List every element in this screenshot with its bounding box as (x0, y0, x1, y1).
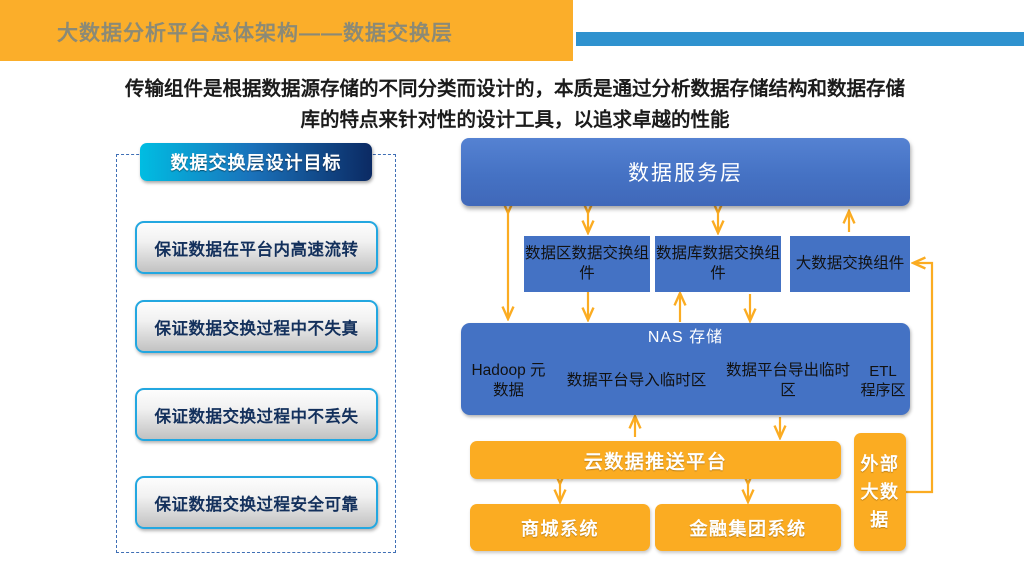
exchange-component-data-zone: 数据区数据交换组件 (524, 236, 650, 292)
cloud-push-platform-label: 云数据推送平台 (583, 451, 728, 473)
title-rule (576, 32, 1024, 46)
nas-cell-etl-program: ETL 程序区 (860, 352, 906, 410)
design-goal-label: 保证数据在平台内高速流转 (154, 240, 359, 259)
design-goal-label: 保证数据交换过程中不丢失 (154, 407, 359, 426)
design-goal-label: 保证数据交换过程中不失真 (154, 319, 359, 338)
external-bigdata-label: 外部大数据 (860, 454, 900, 530)
subtitle-line-2: 库的特点来针对性的设计工具，以追求卓越的性能 (300, 109, 730, 131)
design-goal-item-1: 保证数据在平台内高速流转 (135, 221, 378, 274)
design-goal-label: 保证数据交换过程安全可靠 (154, 495, 359, 514)
design-goal-item-3: 保证数据交换过程中不丢失 (135, 388, 378, 441)
design-goals-heading: 数据交换层设计目标 (140, 143, 372, 181)
system-label: 商城系统 (521, 518, 599, 539)
subtitle-line-1: 传输组件是根据数据源存储的不同分类而设计的，本质是通过分析数据存储结构和数据存储 (124, 78, 905, 100)
mall-system-box: 商城系统 (470, 504, 650, 551)
title-band (0, 0, 573, 61)
nas-cell-import-staging: 数据平台导入临时区 (557, 352, 716, 410)
system-label: 金融集团系统 (689, 518, 807, 539)
design-goal-item-2: 保证数据交换过程中不失真 (135, 300, 378, 353)
finance-group-system-box: 金融集团系统 (655, 504, 841, 551)
exchange-component-database: 数据库数据交换组件 (655, 236, 781, 292)
cloud-push-platform-box: 云数据推送平台 (470, 441, 841, 479)
external-bigdata-box: 外部大数据 (854, 433, 906, 551)
nas-storage-title: NAS 存储 (647, 329, 724, 346)
component-label: 数据区数据交换组件 (524, 245, 649, 282)
nas-cell-export-staging: 数据平台导出临时区 (721, 352, 855, 410)
exchange-component-bigdata: 大数据交换组件 (790, 236, 910, 292)
design-goal-item-4: 保证数据交换过程安全可靠 (135, 476, 378, 529)
component-label: 数据库数据交换组件 (655, 245, 780, 282)
page-title: 大数据分析平台总体架构——数据交换层 (57, 22, 453, 45)
service-layer-box: 数据服务层 (461, 138, 910, 206)
service-layer-label: 数据服务层 (628, 162, 743, 185)
nas-storage-group: NAS 存储 Hadoop 元数据 数据平台导入临时区 数据平台导出临时区 ET… (461, 323, 910, 415)
design-goals-heading-label: 数据交换层设计目标 (170, 153, 342, 173)
component-label: 大数据交换组件 (795, 255, 905, 272)
nas-cell-hadoop-metadata: Hadoop 元数据 (465, 352, 552, 410)
subtitle-paragraph: 传输组件是根据数据源存储的不同分类而设计的，本质是通过分析数据存储结构和数据存储… (90, 74, 940, 136)
